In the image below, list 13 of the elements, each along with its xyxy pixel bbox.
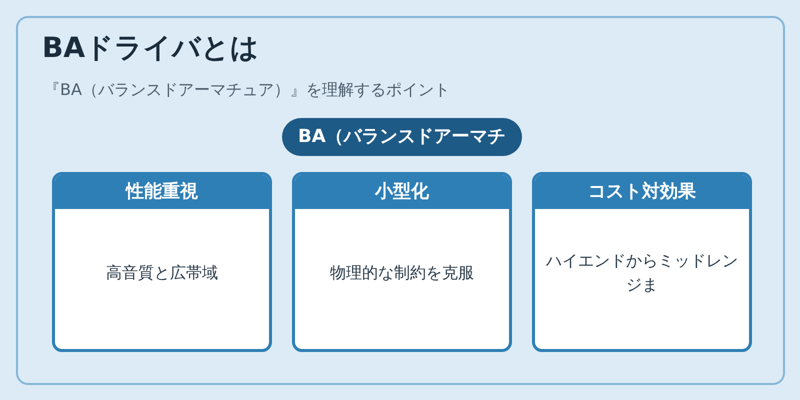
card [52, 172, 272, 352]
card [532, 172, 752, 352]
card-text: 物理的な制約を克服 [330, 262, 474, 284]
card-header: 性能重視 [55, 175, 269, 209]
heading-pill: BA（バランスドアーマチ [282, 118, 522, 156]
card-header: 小型化 [295, 175, 509, 209]
card-text: 高音質と広帯域 [106, 262, 218, 284]
title: BAドライバとは [42, 30, 260, 66]
card-header: コスト対効果 [535, 175, 749, 209]
subtitle: 『BA（バランスドアーマチュア）』を理解するポイント [44, 79, 450, 101]
panel [16, 16, 785, 385]
card [292, 172, 512, 352]
card-text: ハイエンドからミッドレンジま [545, 250, 739, 296]
